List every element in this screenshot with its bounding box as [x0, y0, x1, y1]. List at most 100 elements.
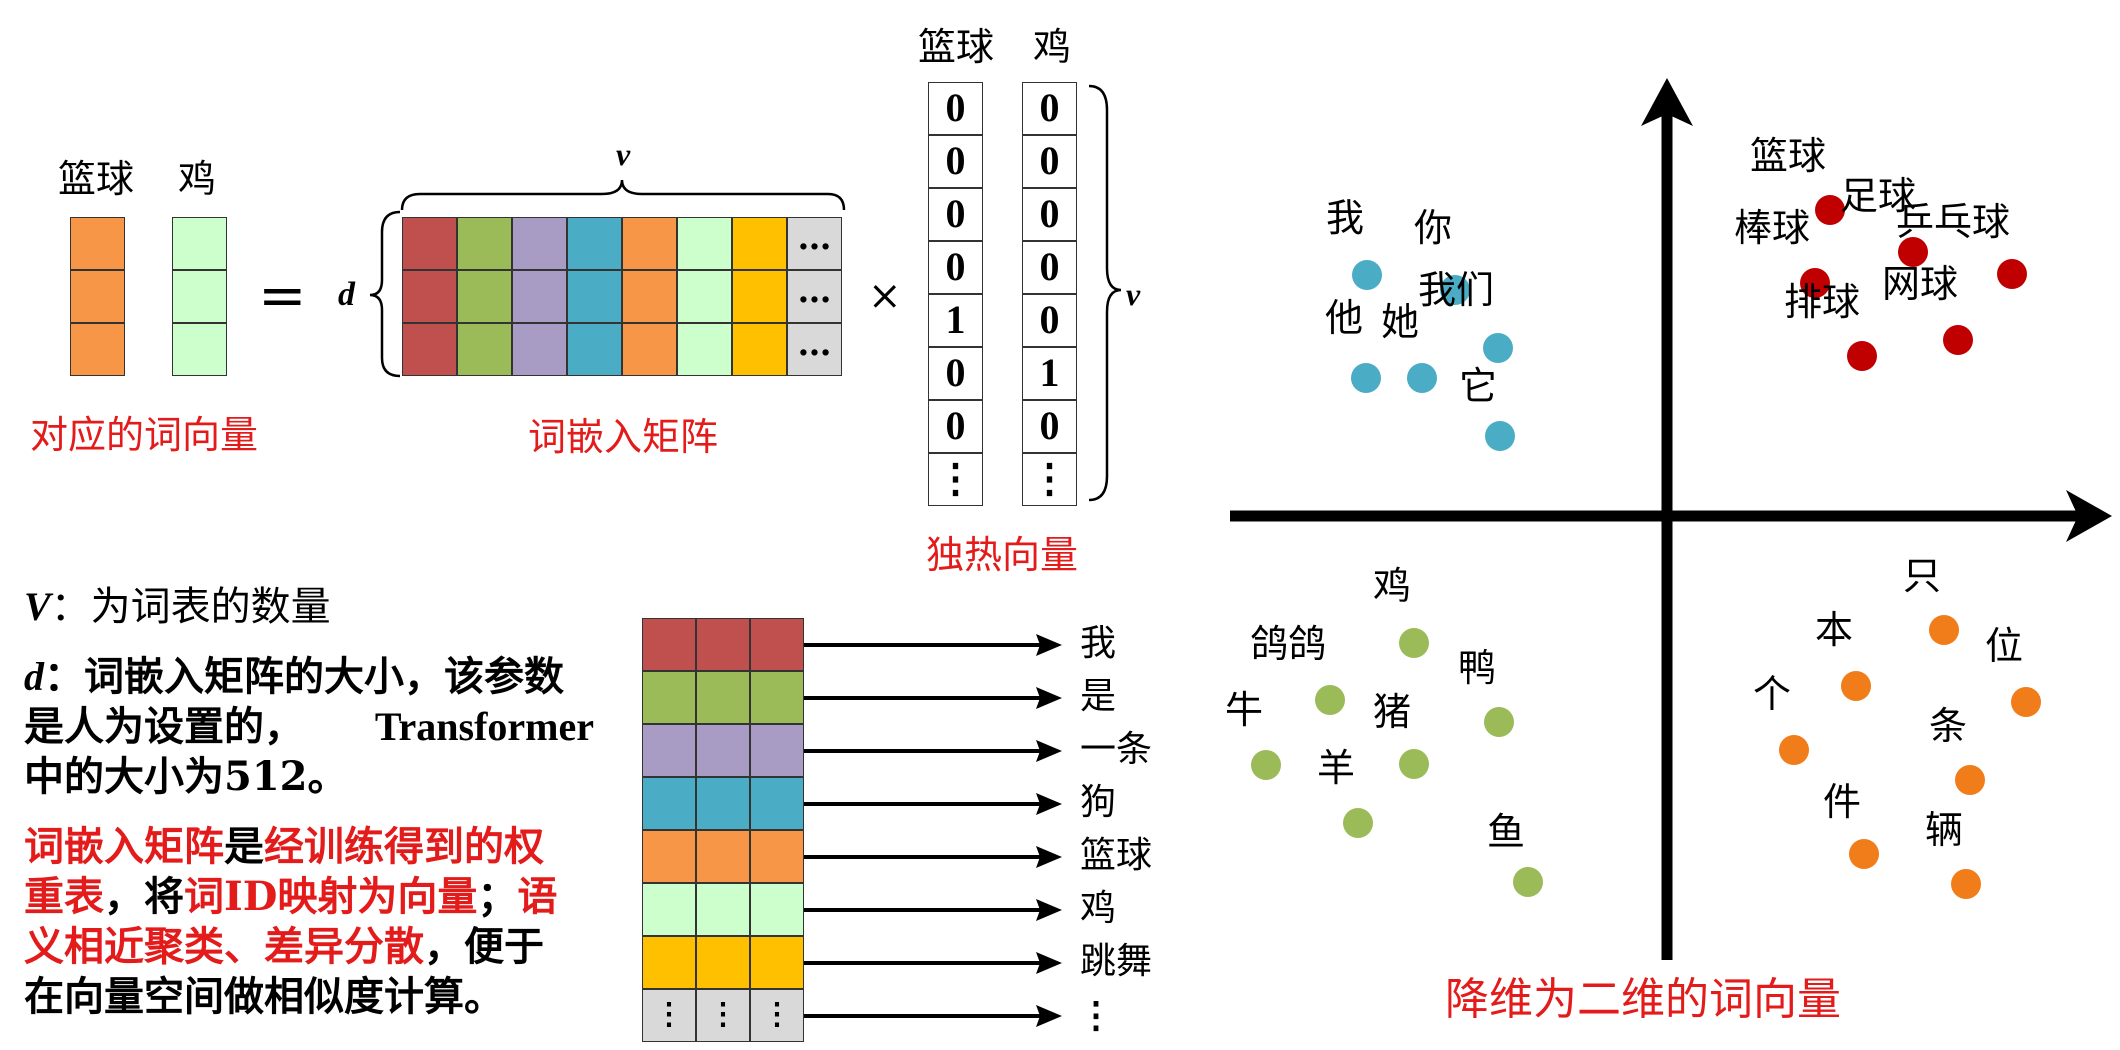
scatter-word-label: 个 [1753, 672, 1792, 716]
scatter-point [1440, 275, 1470, 305]
matrix-cell [457, 323, 512, 376]
matrix-cell [732, 270, 787, 323]
lookup-cell [696, 936, 750, 989]
onehot-cell: 0 [1022, 294, 1077, 347]
lookup-cell: ⋮ [696, 989, 750, 1042]
scatter-word-label: 辆 [1925, 808, 1964, 852]
note-p3-1a: 词嵌入矩阵 [24, 823, 224, 870]
note-p3-2d: ； [477, 873, 518, 920]
scatter-word-label: 条 [1929, 704, 1968, 748]
matrix-cell [567, 217, 622, 270]
scatter-word-label: 它 [1459, 364, 1498, 408]
note-embedding-purpose: 词嵌入矩阵是经训练得到的权 重表，将词ID映射为向量；语 义相近聚类、差异分散，… [24, 822, 594, 1022]
note-d-symbol: d [24, 654, 44, 699]
scatter-word-label: 她 [1381, 300, 1420, 344]
note-v-symbol: V [24, 584, 51, 629]
matrix-cell [622, 217, 677, 270]
scatter-word-label: 鸭 [1458, 646, 1497, 690]
scatter-point [1407, 363, 1437, 393]
v-vocab-label-top: v [616, 136, 631, 172]
lookup-cell [750, 777, 804, 830]
matrix-ellipsis-cell: … [787, 323, 842, 376]
matrix-cell [622, 323, 677, 376]
d-dimension-label: d [338, 276, 355, 313]
lookup-word: 鸡 [1080, 888, 1117, 929]
note-p3-2c: 词ID映射为向量 [184, 873, 478, 920]
scatter-word-label: 鱼 [1487, 810, 1526, 854]
matrix-cell [512, 270, 567, 323]
lookup-cell: ⋮ [642, 989, 696, 1042]
lookup-cell [696, 671, 750, 724]
vector-cell [172, 270, 227, 323]
times-sign: × [868, 273, 902, 319]
caption-word-vectors: 对应的词向量 [30, 413, 259, 457]
scatter-point [1513, 867, 1543, 897]
vector-label-basketball: 篮球 [58, 157, 135, 201]
onehot-cell: 1 [1022, 347, 1077, 400]
onehot-cell: ⋮ [1022, 453, 1077, 506]
scatter-word-label: 鸽鸽 [1250, 622, 1327, 666]
scatter-word-label: 我们 [1418, 268, 1495, 312]
lookup-cell [642, 724, 696, 777]
equals-sign: = [258, 261, 307, 329]
scatter-point [1352, 260, 1382, 290]
scatter-point [1343, 808, 1373, 838]
note-d-line2a: 是人为设置的， [24, 703, 304, 750]
lookup-arrow [804, 686, 1062, 709]
scatter-word-label: 我 [1326, 196, 1365, 240]
scatter-point [1841, 671, 1871, 701]
lookup-cell [642, 883, 696, 936]
matrix-cell [732, 217, 787, 270]
lookup-arrow [804, 739, 1062, 762]
scatter-point [1251, 750, 1281, 780]
matrix-cell [402, 323, 457, 376]
scatter-point [1929, 615, 1959, 645]
onehot-cell: ⋮ [928, 453, 983, 506]
scatter-word-label: 本 [1815, 608, 1854, 652]
vector-cell [70, 323, 125, 376]
note-p3-4: 在向量空间做相似度计算。 [24, 973, 504, 1020]
scatter-word-label: 你 [1414, 206, 1453, 250]
lookup-word: ⋮ [1078, 994, 1114, 1036]
scatter-word-label: 他 [1325, 296, 1364, 340]
note-d-line3: 中的大小为512。 [24, 753, 348, 800]
lookup-cell [750, 830, 804, 883]
matrix-cell [677, 217, 732, 270]
lookup-arrow [804, 898, 1062, 921]
lookup-cell [642, 671, 696, 724]
scatter-point [1351, 363, 1381, 393]
scatter-word-label: 网球 [1882, 262, 1959, 306]
scatter-word-label: 排球 [1784, 280, 1861, 324]
matrix-cell [567, 323, 622, 376]
matrix-ellipsis-cell: … [787, 217, 842, 270]
note-p3-2b: ，将 [104, 873, 184, 920]
lookup-cell [696, 777, 750, 830]
lookup-cell [642, 618, 696, 671]
lookup-cell [696, 883, 750, 936]
scatter-point [1951, 869, 1981, 899]
note-p3-2a: 重表 [24, 873, 104, 920]
scatter-point [1800, 268, 1830, 298]
note-p3-1b: 是 [224, 823, 264, 870]
matrix-cell [622, 270, 677, 323]
lookup-cell [750, 618, 804, 671]
onehot-cell: 0 [928, 82, 983, 135]
scatter-word-label: 位 [1985, 624, 2024, 668]
lookup-word: 一条 [1080, 729, 1153, 770]
scatter-word-label: 篮球 [1750, 134, 1827, 178]
onehot-brace [1088, 84, 1122, 502]
scatter-point [1315, 685, 1345, 715]
scatter-word-label: 猪 [1373, 690, 1412, 734]
note-d-line2b: Transformer [374, 704, 594, 749]
scatter-word-label: 棒球 [1734, 206, 1811, 250]
lookup-word: 篮球 [1080, 835, 1153, 876]
onehot-label-basketball: 篮球 [918, 25, 995, 69]
note-p3-3a: 义相近聚类、差异分散 [24, 923, 424, 970]
scatter-point [1847, 341, 1877, 371]
matrix-cell [512, 323, 567, 376]
matrix-cell [402, 217, 457, 270]
onehot-cell: 0 [1022, 188, 1077, 241]
scatter-title: 降维为二维的词向量 [1445, 974, 1841, 1025]
vector-label-chicken: 鸡 [178, 157, 217, 201]
scatter-axes [1230, 78, 2112, 960]
